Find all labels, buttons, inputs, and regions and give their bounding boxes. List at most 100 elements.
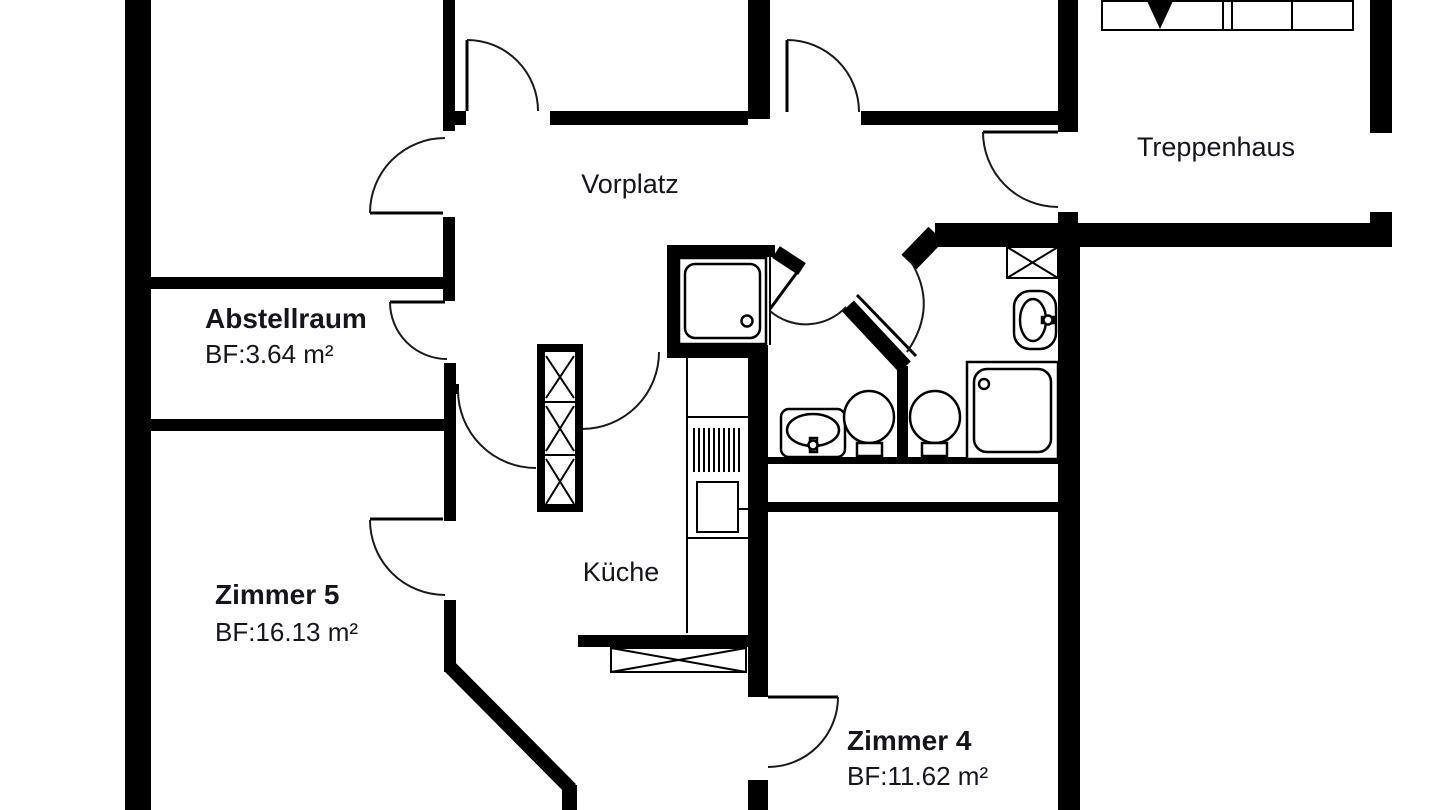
door-leaf (855, 293, 918, 358)
abstellraum-top-wall (150, 277, 443, 289)
door-top-room-2 (785, 39, 860, 113)
door-swing-arc (982, 131, 1059, 208)
toilet-bowl (908, 389, 962, 445)
door-swing-arc (581, 351, 660, 430)
exterior-walls (125, 0, 1392, 810)
door-swing-arc (369, 519, 446, 596)
zimmer5-diagonal-stub (562, 785, 577, 810)
door-swing-arc (786, 39, 860, 113)
treppenhaus-left-wall-top (1058, 0, 1078, 132)
washing-machine-cross (1006, 246, 1059, 279)
treppenhaus-right-wall-top (1370, 0, 1392, 133)
vorplatz-top-wall-b (550, 111, 748, 125)
washing-machine-outline (1006, 246, 1059, 279)
shaft-cross-hatch (545, 355, 575, 505)
radiator-box (610, 647, 747, 673)
washbasin-faucet-knob (807, 439, 819, 451)
label-abstellraum: Abstellraum (205, 303, 367, 334)
bath-niche-top-line (768, 457, 1058, 464)
bathtub (965, 360, 1060, 461)
spine-wall-mid2 (444, 363, 456, 521)
washbasin (779, 407, 847, 459)
door-bathroom (855, 259, 925, 358)
stairs (1101, 0, 1354, 31)
door-hinge-stub (449, 384, 459, 394)
door-top-room-1 (465, 39, 539, 112)
door-leaf (768, 270, 800, 310)
shower-room-top-wall (667, 245, 775, 257)
radiator-outline (610, 647, 747, 673)
washing-machine (1006, 246, 1059, 279)
toilet-bowl (842, 389, 896, 445)
bath-niche-bottom-line (748, 502, 1058, 512)
vorplatz-top-pier (748, 0, 770, 119)
doors (369, 39, 1059, 768)
shower-room-bottom-wall (667, 345, 768, 358)
label-treppenhaus: Treppenhaus (1137, 132, 1295, 162)
label-zimmer5-area: BF:16.13 m² (215, 617, 358, 647)
shower (677, 256, 768, 346)
door-left-room (369, 137, 446, 215)
spine-wall-mid1 (443, 217, 455, 301)
door-zimmer5 (369, 517, 446, 596)
counter-hatch-appliance (693, 428, 740, 472)
wc-bath-divider-wall (897, 366, 908, 458)
abstellraum-bottom-wall (150, 419, 446, 431)
label-vorplatz: Vorplatz (581, 169, 679, 199)
kitchen-bottom-wall (578, 635, 748, 647)
label-kueche: Küche (583, 557, 660, 587)
sink-faucet-knob (1042, 314, 1054, 326)
vorplatz-top-wall-c (861, 111, 1058, 125)
toilet-tank (855, 441, 884, 458)
room-labels: Vorplatz Treppenhaus Abstellraum BF:3.64… (205, 132, 1295, 791)
spine-wall-lower (444, 600, 456, 672)
door-abstellraum (389, 300, 448, 360)
door-swing-arc (466, 39, 539, 112)
toilet-2 (908, 389, 962, 458)
stove (696, 481, 739, 533)
shower-room-corner-diagonal (772, 246, 806, 275)
kitchen-right-wall (748, 358, 768, 697)
interior-walls (150, 0, 1078, 810)
door-shower-room (768, 270, 847, 326)
bathroom-fixtures (677, 246, 1060, 461)
treppenhaus-left-wall-bottom (1058, 212, 1078, 247)
vorplatz-top-wall-a (443, 111, 466, 125)
left-exterior-wall (125, 0, 151, 810)
label-abstellraum-area: BF:3.64 m² (205, 339, 334, 369)
door-kueche (581, 351, 660, 430)
door-swing-arc (369, 137, 446, 214)
toilet-tank (920, 441, 949, 458)
spine-wall-upper (443, 0, 455, 131)
bathtub-drain (977, 377, 991, 391)
treppenhaus-bottom-wall (935, 223, 1392, 247)
door-vorplatz-south (449, 384, 537, 469)
door-swing-arc (906, 259, 925, 353)
stairs-direction-arrow (1147, 1, 1173, 29)
shower-room-left-wall (667, 245, 678, 358)
door-swing-arc (457, 389, 537, 469)
label-zimmer4: Zimmer 4 (847, 725, 972, 756)
door-treppenhaus (982, 130, 1059, 208)
door-swing-arc (769, 306, 847, 326)
door-swing-arc (767, 696, 839, 768)
zimmer4-door-lower-wall (748, 780, 768, 810)
zimmer5-diagonal-wall (445, 662, 576, 794)
sink (1012, 289, 1058, 351)
door-zimmer4 (767, 695, 839, 768)
bathtub-inner (972, 367, 1053, 454)
kitchen-shaft (537, 344, 583, 512)
wc-diagonal-wall (842, 300, 911, 373)
treppenhaus-wall-angled-end (901, 226, 944, 270)
kitchen-counter (686, 358, 753, 633)
kitchen-fixtures (537, 344, 753, 673)
right-exterior-wall (1058, 247, 1080, 810)
radiator-cross (610, 647, 747, 673)
label-zimmer4-area: BF:11.62 m² (847, 761, 988, 791)
stairs-outline (1101, 0, 1354, 31)
toilet-1 (842, 389, 896, 458)
door-swing-arc (389, 301, 448, 360)
shower-drain (740, 314, 754, 328)
